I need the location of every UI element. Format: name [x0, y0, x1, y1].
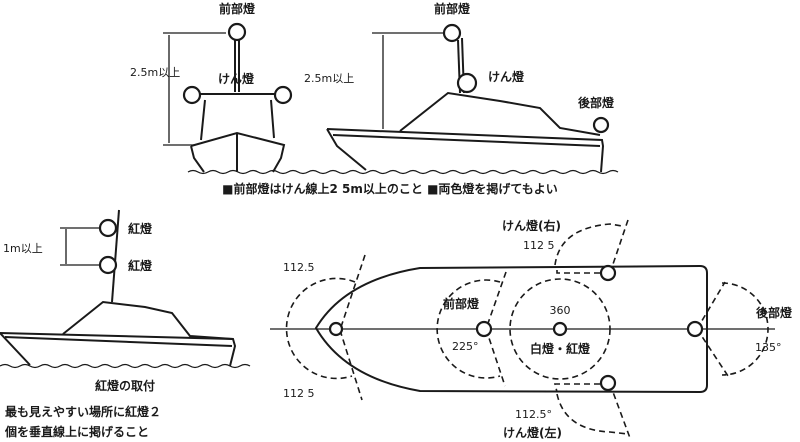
top-caption: ■前部燈はけん線上2 5m以上のこと ■両色燈を掲げてもよい [222, 181, 558, 196]
side-height-label: 2.5m以上 [304, 72, 354, 85]
red-light-icon [98, 218, 118, 238]
all-round-arc [509, 278, 611, 380]
mast [111, 209, 120, 303]
red-lights-title: 紅燈の取付 [95, 378, 155, 393]
red-lights-note-line1: 最も見えやすい場所に紅燈２ [5, 404, 161, 419]
sidelight-icon [182, 85, 202, 105]
bow-upper-angle: 112.5 [283, 261, 315, 274]
port-light-icon [599, 374, 617, 392]
plan-view: 112.5 112 5 前部燈 225° 360 白燈・紅燈 けん燈(右) 11… [270, 218, 793, 440]
starboard-label: けん燈(右) [502, 218, 561, 233]
stern-light-icon [592, 116, 610, 134]
stern-angle: 135° [755, 341, 782, 354]
side-stern-label: 後部燈 [578, 95, 615, 110]
starboard-angle: 112 5 [523, 239, 555, 252]
red-lights-boat: 紅燈 紅燈 1m以上 紅燈の取付 最も見えやすい場所に紅燈２ 個を垂直線上に掲げ… [0, 209, 251, 439]
stern-light-icon [686, 320, 704, 338]
masthead-light-icon [475, 320, 493, 338]
front-height-label: 2.5m以上 [130, 66, 180, 79]
front-view-boat: 前部燈 2.5m以上 けん燈 [130, 1, 293, 173]
upper-red-label: 紅燈 [128, 221, 153, 236]
masthead-angle: 225° [452, 340, 479, 353]
sidelight-icon [456, 72, 478, 94]
bow-lower-angle: 112 5 [283, 387, 315, 400]
starboard-light-icon [599, 264, 617, 282]
allround-label: 白燈・紅燈 [530, 341, 591, 356]
water-line-top [187, 169, 619, 175]
masthead-light-icon [227, 22, 247, 42]
masthead-light-icon [442, 23, 462, 43]
sidelight-icon [273, 85, 293, 105]
port-angle: 112.5° [515, 408, 552, 421]
red-lights-note-line2: 個を垂直線上に掲げること [4, 424, 149, 439]
front-masthead-label: 前部燈 [219, 1, 256, 16]
allround-angle: 360 [550, 304, 571, 317]
lower-red-label: 紅燈 [128, 258, 153, 273]
spacing-label: 1m以上 [3, 242, 43, 255]
bow-light-icon [328, 321, 344, 337]
all-round-light-icon [552, 321, 568, 337]
side-masthead-label: 前部燈 [434, 1, 471, 16]
side-view-boat: 前部燈 2.5m以上 けん燈 後部燈 [304, 1, 615, 173]
port-label: けん燈(左) [503, 425, 562, 440]
plan-stern-label: 後部燈 [756, 305, 793, 320]
side-sidelight-label: けん燈 [488, 69, 525, 84]
front-sidelight-label: けん燈 [218, 71, 255, 86]
plan-masthead-label: 前部燈 [443, 296, 480, 311]
red-light-icon [98, 255, 118, 275]
hull-outline [314, 264, 708, 394]
